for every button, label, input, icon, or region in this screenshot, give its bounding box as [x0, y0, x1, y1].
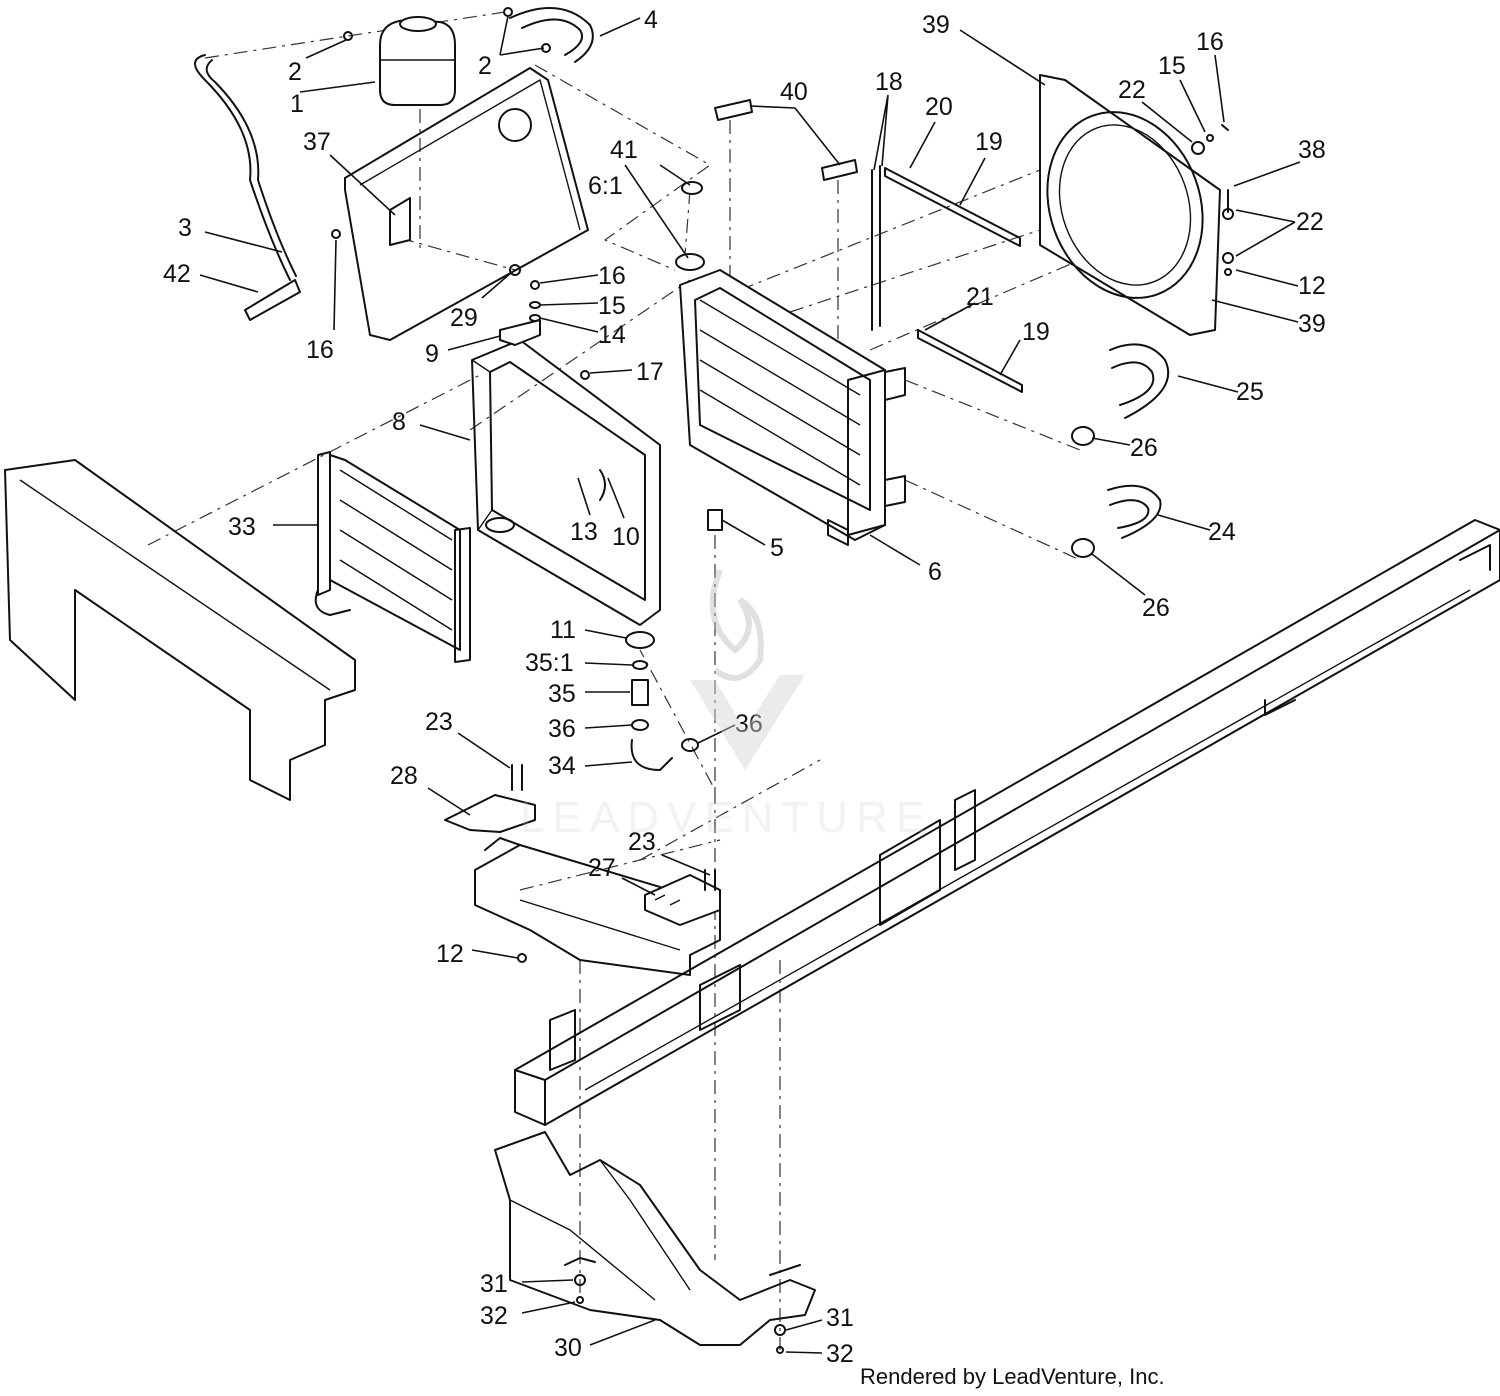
callout-3: 3 [178, 214, 192, 242]
render-credit: Rendered by LeadVenture, Inc. [860, 1364, 1165, 1389]
radiator [675, 253, 906, 546]
callout-2: 2 [478, 52, 492, 80]
callout-32: 32 [480, 1302, 508, 1330]
seal-strips [871, 165, 1023, 393]
callout-1: 1 [290, 90, 304, 118]
hose-25 [1109, 343, 1170, 419]
callout-25: 25 [1236, 378, 1264, 406]
callout-15: 15 [1158, 52, 1186, 80]
callout-19: 19 [975, 128, 1003, 156]
hose-clamps-26 [1071, 426, 1095, 558]
hose-24 [1107, 484, 1162, 539]
callout-35-1: 35:1 [525, 649, 574, 677]
callout-24: 24 [1208, 518, 1236, 546]
callout-36: 36 [735, 710, 763, 738]
callout-16: 16 [1196, 28, 1224, 56]
watermark-text: LEADVENTURE [520, 793, 933, 842]
callout-38: 38 [1298, 136, 1326, 164]
callout-20: 20 [925, 93, 953, 121]
callout-6-1: 6:1 [588, 172, 623, 200]
callout-32: 32 [826, 1340, 854, 1368]
callout-8: 8 [392, 408, 406, 436]
callout-36: 36 [548, 715, 576, 743]
tank-mounting-plate [344, 67, 589, 341]
callout-39: 39 [1298, 310, 1326, 338]
overflow-hose [194, 54, 301, 321]
callout-31: 31 [826, 1304, 854, 1332]
callout-26: 26 [1142, 594, 1170, 622]
left-side-panel [4, 459, 356, 801]
callout-41: 41 [610, 136, 638, 164]
callout-40: 40 [780, 78, 808, 106]
callout-15: 15 [598, 292, 626, 320]
callout-22: 22 [1118, 76, 1146, 104]
callout-27: 27 [588, 854, 616, 882]
callout-22: 22 [1296, 208, 1324, 236]
callout-42: 42 [163, 260, 191, 288]
callout-26: 26 [1130, 434, 1158, 462]
callout-5: 5 [770, 534, 784, 562]
watermark: LEADVENTURE [520, 568, 933, 842]
callout-12: 12 [1298, 272, 1326, 300]
callout-16: 16 [306, 336, 334, 364]
callout-17: 17 [636, 358, 664, 386]
bottom-skid-plate [494, 1131, 816, 1346]
callout-4: 4 [644, 6, 658, 34]
callout-29: 29 [450, 304, 478, 332]
callout-10: 10 [612, 523, 640, 551]
small-hardware [331, 7, 1234, 1354]
plate-28 [444, 794, 536, 833]
callout-31: 31 [480, 1270, 508, 1298]
expansion-tank [379, 16, 456, 106]
callout-28: 28 [390, 762, 418, 790]
callout-23: 23 [628, 828, 656, 856]
frame-rail [514, 519, 1500, 1126]
callout-23: 23 [425, 708, 453, 736]
callout-39: 39 [922, 11, 950, 39]
callout-18: 18 [875, 68, 903, 96]
callout-35: 35 [548, 680, 576, 708]
callouts: 1 2 2 3 4 5 6 6:1 8 9 10 11 12 12 13 14 … [163, 6, 1326, 1368]
callout-9: 9 [425, 340, 439, 368]
callout-6: 6 [928, 558, 942, 586]
callout-34: 34 [548, 752, 576, 780]
drain-fittings [625, 509, 723, 771]
plate-27 [644, 874, 721, 926]
callout-11: 11 [550, 616, 576, 644]
fan-shroud [1039, 74, 1221, 336]
callout-37: 37 [303, 128, 331, 156]
callout-13: 13 [570, 518, 598, 546]
callout-2: 2 [288, 58, 302, 86]
callout-16: 16 [598, 262, 626, 290]
callout-30: 30 [554, 1334, 582, 1362]
lower-mount-bracket [474, 837, 721, 976]
callout-14: 14 [598, 321, 626, 349]
oil-cooler [314, 451, 471, 663]
radiator-shroud [471, 339, 661, 626]
callout-21: 21 [966, 283, 994, 311]
callout-19: 19 [1022, 318, 1050, 346]
callout-33: 33 [228, 513, 256, 541]
leader-lines [199, 15, 1301, 1354]
hose-4 [509, 7, 594, 63]
callout-12: 12 [436, 940, 464, 968]
